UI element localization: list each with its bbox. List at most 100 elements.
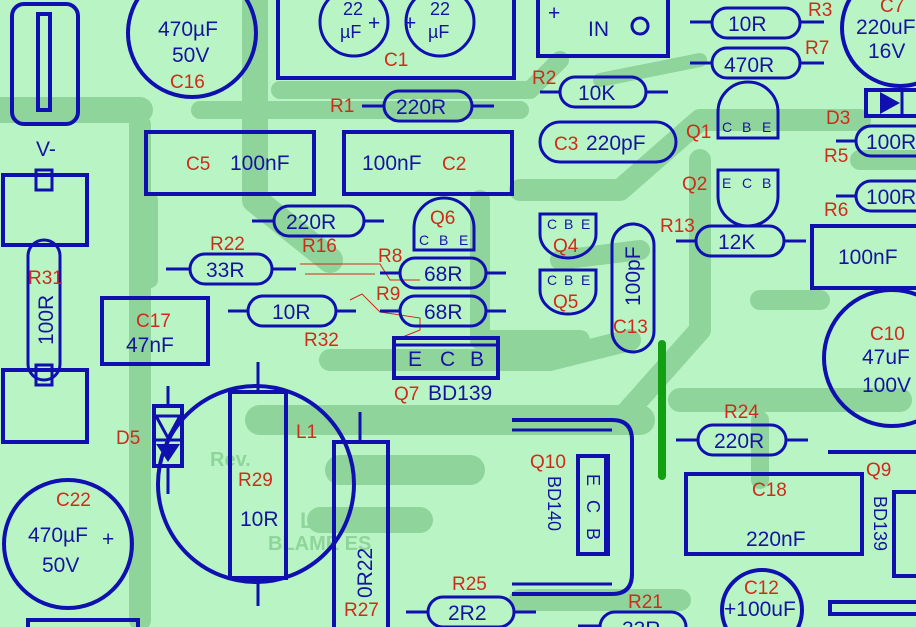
capacitor-c7[interactable]: C7 220uF 16V [840, 0, 916, 88]
r6-ref: R6 [824, 200, 848, 221]
q10-part: BD140 [544, 476, 564, 531]
resistor-r5[interactable]: R5 100R [824, 124, 916, 167]
c1-right-top: 22 [430, 0, 450, 19]
capacitor-c18[interactable]: C18 220nF [684, 472, 864, 556]
d3-ref: D3 [826, 108, 850, 129]
capacitor-c10[interactable]: C10 47uF 100V [822, 288, 916, 428]
r16-value: 220R [286, 211, 336, 234]
resistor-r22[interactable]: R22 33R [166, 234, 296, 286]
resistor-r2[interactable]: R2 10K [532, 68, 668, 109]
q10-pin-1: E [583, 474, 603, 486]
transistor-q6[interactable]: Q6 C B E [412, 196, 476, 252]
resistor-r29[interactable]: R29 10R [228, 390, 288, 580]
q6-pin-3: E [459, 232, 468, 248]
c22-value-top: 470µF [28, 524, 88, 547]
q9-ref: Q9 [866, 460, 891, 481]
c2-value: 100nF [362, 152, 422, 175]
input-connector[interactable]: + IN [536, 0, 670, 58]
r21-ref: R21 [628, 592, 663, 613]
capacitor-right-100nf[interactable]: 100nF [810, 224, 916, 290]
q5-pin-1: C [547, 272, 557, 288]
c22-value-bottom: 50V [42, 554, 79, 577]
bottom-right-footprint [828, 600, 916, 616]
resistor-r3[interactable]: 10R R3 [690, 0, 832, 40]
q5-ref: Q5 [553, 292, 578, 313]
r32-value: 10R [272, 301, 311, 324]
transistor-q9[interactable]: Q9 BD139 [828, 450, 916, 578]
c22-plus: + [102, 528, 114, 551]
resistor-r9[interactable]: R9 68R [376, 284, 506, 328]
capacitor-c3[interactable]: C3 220pF [538, 120, 678, 164]
resistor-r21[interactable]: R21 33R [578, 592, 688, 627]
capacitor-c1[interactable]: 22 µF + + 22 µF C1 [276, 0, 516, 80]
diode-d3[interactable]: D3 [826, 88, 916, 129]
r13-ref: R13 [660, 216, 695, 237]
c1-left-bottom: µF [340, 22, 361, 42]
r6-value: 100R [866, 186, 916, 209]
q10-ref: Q10 [530, 452, 566, 473]
c7-ref: C7 [880, 0, 904, 17]
r3-value: 10R [728, 13, 767, 36]
q10-pin-3: B [583, 528, 603, 540]
resistor-r16[interactable]: 220R R16 [252, 204, 384, 257]
capacitor-c16[interactable]: 470µF 50V C16 [126, 0, 258, 99]
v-minus-connector[interactable]: V- [1, 2, 89, 444]
resistor-r1[interactable]: R1 220R [330, 89, 494, 123]
ghost-blame: BLAME ES [268, 533, 371, 555]
c2-ref: C2 [442, 154, 466, 175]
c18-value: 220nF [746, 528, 806, 551]
r7-ref: R7 [805, 38, 829, 59]
capacitor-c22[interactable]: C22 470µF 50V + [2, 478, 134, 610]
capacitor-c13[interactable]: 100pF C13 [610, 222, 656, 354]
r1-value: 220R [396, 96, 446, 119]
q7-pin-3: B [470, 348, 484, 371]
transistor-q7[interactable]: E C B Q7 BD139 [392, 336, 500, 405]
capacitor-c2[interactable]: 100nF C2 [342, 130, 514, 196]
capacitor-c17[interactable]: C17 47nF [100, 296, 210, 366]
resistor-r7[interactable]: 470R R7 [690, 38, 829, 80]
resistor-r8[interactable]: R8 68R [378, 246, 506, 290]
c5-value: 100nF [230, 152, 290, 175]
inductor-l1[interactable]: L1 [156, 362, 356, 606]
resistor-r27[interactable]: 0R22 R27 [332, 412, 390, 627]
c17-value: 47nF [126, 334, 174, 357]
c12-ref: C12 [744, 578, 779, 599]
capacitor-c12[interactable]: C12 +100uF [720, 568, 804, 627]
r3-ref: R3 [808, 0, 832, 21]
r27-value: 0R22 [354, 548, 377, 598]
transistor-q2[interactable]: Q2 E C B [682, 168, 780, 228]
diode-d5[interactable]: D5 [116, 386, 184, 494]
r5-value: 100R [866, 131, 916, 154]
c1-ref: C1 [384, 50, 408, 71]
resistor-r32[interactable]: 10R R32 [228, 294, 356, 351]
c1-left-top: 22 [343, 0, 363, 19]
resistor-r6[interactable]: R6 100R [824, 179, 916, 221]
resistor-r31[interactable]: R31 100R [26, 168, 63, 387]
q2-pin-1: E [722, 175, 731, 191]
c16-value-bottom: 50V [172, 44, 209, 67]
transistor-q5[interactable]: C B E Q5 [538, 268, 598, 316]
q7-pin-2: C [440, 348, 455, 371]
c13-value: 100pF [622, 246, 645, 306]
r27-ref: R27 [344, 600, 379, 621]
resistor-r24[interactable]: R24 220R [676, 402, 808, 457]
in-label: IN [588, 18, 609, 41]
r24-ref: R24 [724, 402, 759, 423]
q4-pin-2: B [564, 216, 573, 232]
resistor-r25[interactable]: R25 2R2 [406, 574, 536, 627]
q5-pin-3: E [581, 272, 590, 288]
q10-pin-2: C [583, 500, 603, 513]
resistor-r13[interactable]: R13 12K [660, 216, 806, 258]
transistor-q10[interactable]: E C B Q10 BD140 [512, 418, 634, 596]
c22-ref: C22 [56, 490, 91, 511]
c5-ref: C5 [186, 154, 210, 175]
c3-value: 220pF [586, 132, 646, 155]
l1-ref: L1 [296, 422, 317, 443]
r29-ref: R29 [238, 470, 273, 491]
q2-ref: Q2 [682, 174, 707, 195]
capacitor-c5[interactable]: C5 100nF [144, 130, 316, 196]
q7-part: BD139 [428, 382, 492, 405]
transistor-q1[interactable]: Q1 C B E [686, 80, 780, 143]
transistor-q4[interactable]: C B E Q4 [538, 212, 598, 260]
